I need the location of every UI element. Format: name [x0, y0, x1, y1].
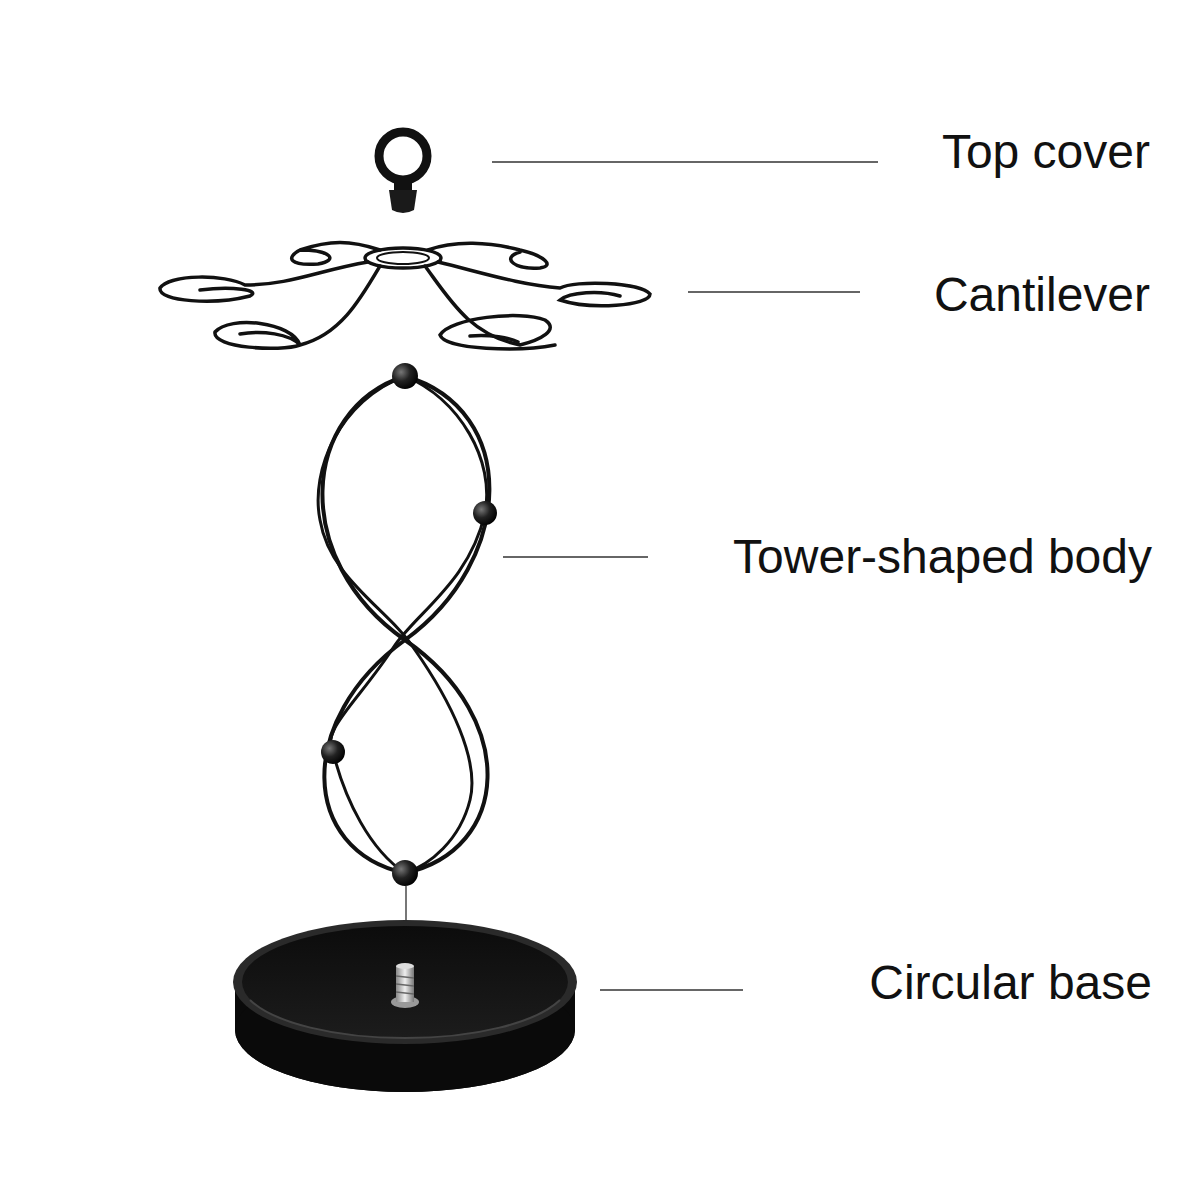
- connector-rod: [405, 886, 407, 925]
- part-label: Cantilever: [934, 267, 1150, 322]
- part-label: Circular base: [869, 955, 1152, 1010]
- part-label: Top cover: [942, 124, 1150, 179]
- tower-body: [318, 376, 489, 873]
- top-cover: [379, 132, 427, 213]
- part-label: Tower-shaped body: [733, 529, 1152, 584]
- tower-balls: [321, 363, 497, 886]
- cantilever: [160, 243, 650, 349]
- circular-base: [233, 920, 577, 1092]
